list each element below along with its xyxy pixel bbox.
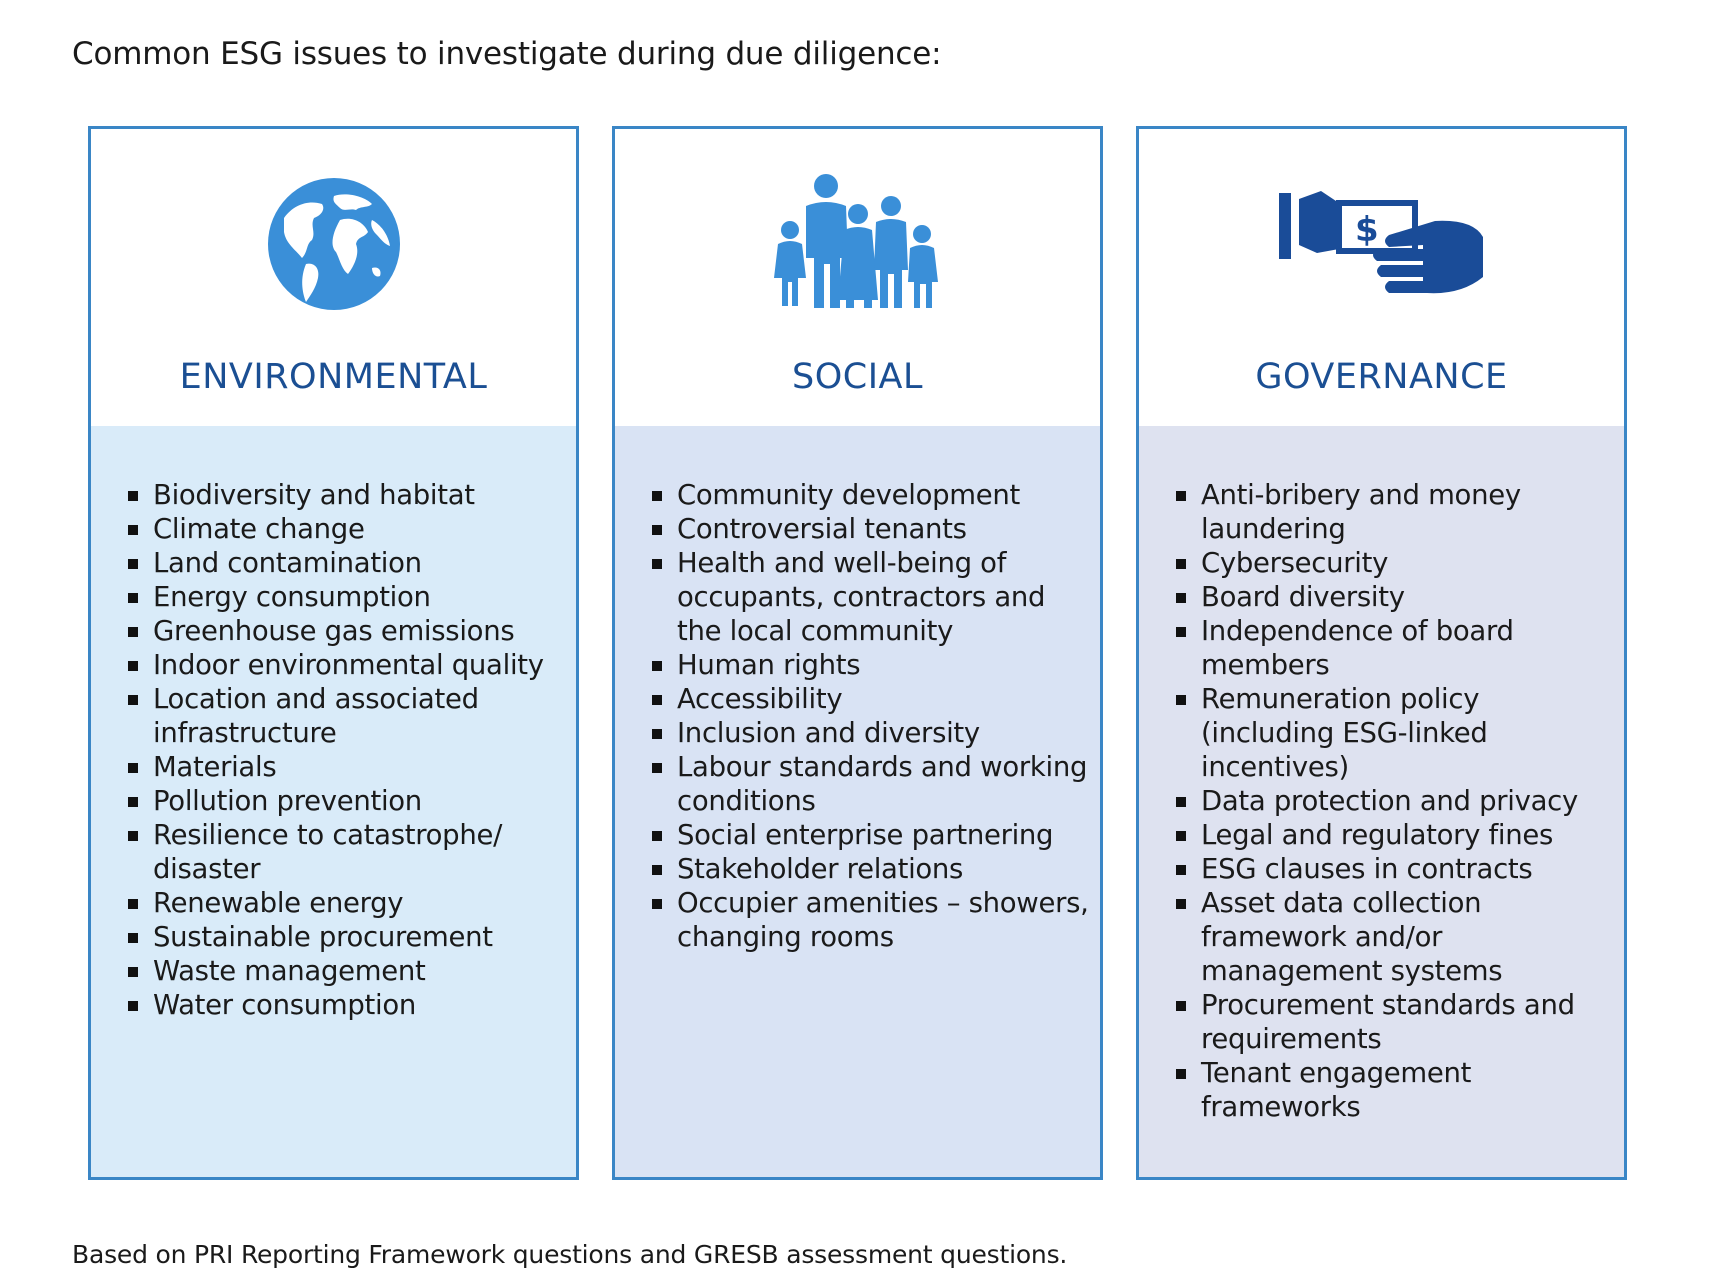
list-item: Indoor environmental quality [128, 648, 566, 682]
globe-icon [224, 174, 444, 314]
governance-heading: GOVERNANCE [1255, 357, 1508, 397]
governance-card: $ GOVERNANCE Anti-bribery and money laun… [1136, 126, 1627, 1180]
environmental-list-panel: Biodiversity and habitat Climate change … [91, 426, 576, 1177]
list-item: Inclusion and diversity [652, 716, 1090, 750]
list-item: Labour standards and working conditions [652, 750, 1090, 818]
list-item: Climate change [128, 512, 566, 546]
list-item: Procurement standards and requirements [1176, 988, 1614, 1056]
social-card: SOCIAL Community development Controversi… [612, 126, 1103, 1180]
list-item: Controversial tenants [652, 512, 1090, 546]
environmental-heading: ENVIRONMENTAL [179, 357, 488, 397]
list-item: Social enterprise partnering [652, 818, 1090, 852]
list-item: Asset data collection framework and/or m… [1176, 886, 1614, 988]
environmental-card: ENVIRONMENTAL Biodiversity and habitat C… [88, 126, 579, 1180]
environmental-list: Biodiversity and habitat Climate change … [91, 478, 576, 1022]
list-item: Land contamination [128, 546, 566, 580]
page-title: Common ESG issues to investigate during … [72, 36, 942, 72]
list-item: Pollution prevention [128, 784, 566, 818]
list-item: Water consumption [128, 988, 566, 1022]
governance-card-header: $ GOVERNANCE [1139, 129, 1624, 426]
list-item: Cybersecurity [1176, 546, 1614, 580]
governance-list: Anti-bribery and money laundering Cybers… [1139, 478, 1624, 1124]
family-icon [748, 174, 968, 314]
list-item: Energy consumption [128, 580, 566, 614]
list-item: Tenant engagement frameworks [1176, 1056, 1614, 1124]
list-item: Materials [128, 750, 566, 784]
money-hand-icon: $ [1272, 174, 1492, 314]
list-item: Resilience to catastrophe/ disaster [128, 818, 566, 886]
list-item: Renewable energy [128, 886, 566, 920]
list-item: Greenhouse gas emissions [128, 614, 566, 648]
list-item: Location and associated infrastructure [128, 682, 566, 750]
social-list: Community development Controversial tena… [615, 478, 1100, 954]
list-item: Legal and regulatory fines [1176, 818, 1614, 852]
list-item: Board diversity [1176, 580, 1614, 614]
list-item: ESG clauses in contracts [1176, 852, 1614, 886]
list-item: Biodiversity and habitat [128, 478, 566, 512]
list-item: Remuneration policy (including ESG-linke… [1176, 682, 1614, 784]
list-item: Human rights [652, 648, 1090, 682]
svg-text:$: $ [1355, 210, 1379, 250]
esg-columns: ENVIRONMENTAL Biodiversity and habitat C… [88, 126, 1627, 1180]
list-item: Data protection and privacy [1176, 784, 1614, 818]
social-card-header: SOCIAL [615, 129, 1100, 426]
source-note: Based on PRI Reporting Framework questio… [72, 1240, 1068, 1269]
list-item: Sustainable procurement [128, 920, 566, 954]
social-heading: SOCIAL [792, 357, 923, 397]
list-item: Waste management [128, 954, 566, 988]
list-item: Anti-bribery and money laundering [1176, 478, 1614, 546]
list-item: Accessibility [652, 682, 1090, 716]
list-item: Independence of board members [1176, 614, 1614, 682]
social-list-panel: Community development Controversial tena… [615, 426, 1100, 1177]
list-item: Health and well-being of occupants, cont… [652, 546, 1090, 648]
list-item: Occupier amenities – showers, changing r… [652, 887, 1089, 953]
list-item: Community development [652, 478, 1090, 512]
governance-list-panel: Anti-bribery and money laundering Cybers… [1139, 426, 1624, 1177]
environmental-card-header: ENVIRONMENTAL [91, 129, 576, 426]
list-item: Stakeholder relations [652, 852, 1090, 886]
